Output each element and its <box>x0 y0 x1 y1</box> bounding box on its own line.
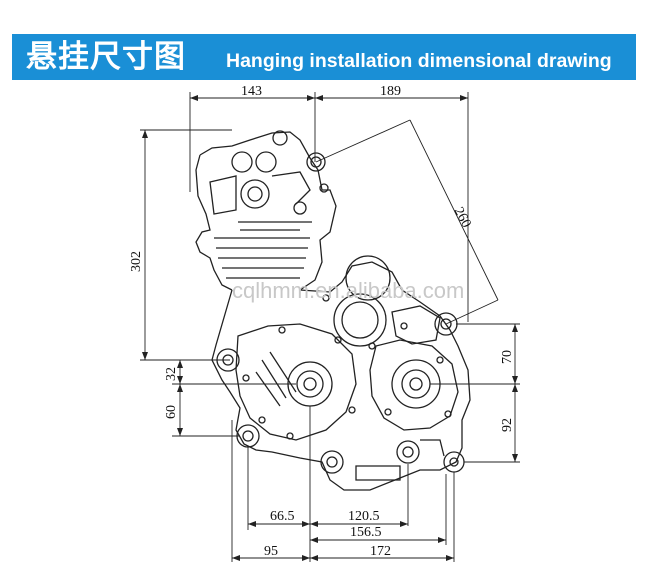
dimension-lines <box>140 92 520 562</box>
dim-label-right-upper: 70 <box>500 350 515 364</box>
banner-title-chinese: 悬挂尺寸图 <box>26 39 186 75</box>
dim-label-bottom-right: 172 <box>370 544 391 559</box>
dimension-arrows <box>142 95 518 561</box>
dim-label-diagonal: 260 <box>450 205 473 231</box>
dim-label-bottom-a: 66.5 <box>270 509 295 524</box>
dim-label-left-lower: 60 <box>164 405 179 419</box>
dim-label-bottom-b: 120.5 <box>348 509 380 524</box>
watermark: cqlhmm.en.alibaba.com <box>232 278 464 303</box>
engine-outline <box>195 130 471 491</box>
title-banner: 悬挂尺寸图 Hanging installation dimensional d… <box>12 34 636 80</box>
dim-label-right-lower: 92 <box>500 418 515 432</box>
dim-label-height-left: 302 <box>129 251 144 272</box>
dim-label-left-upper: 32 <box>164 367 179 381</box>
dim-label-top-left: 143 <box>241 84 262 99</box>
dim-label-bottom-c: 156.5 <box>350 525 382 540</box>
dim-label-bottom-left: 95 <box>264 544 278 559</box>
top-edge <box>0 0 662 6</box>
dim-label-top-right: 189 <box>380 84 401 99</box>
banner-title-english: Hanging installation dimensional drawing <box>226 50 612 72</box>
